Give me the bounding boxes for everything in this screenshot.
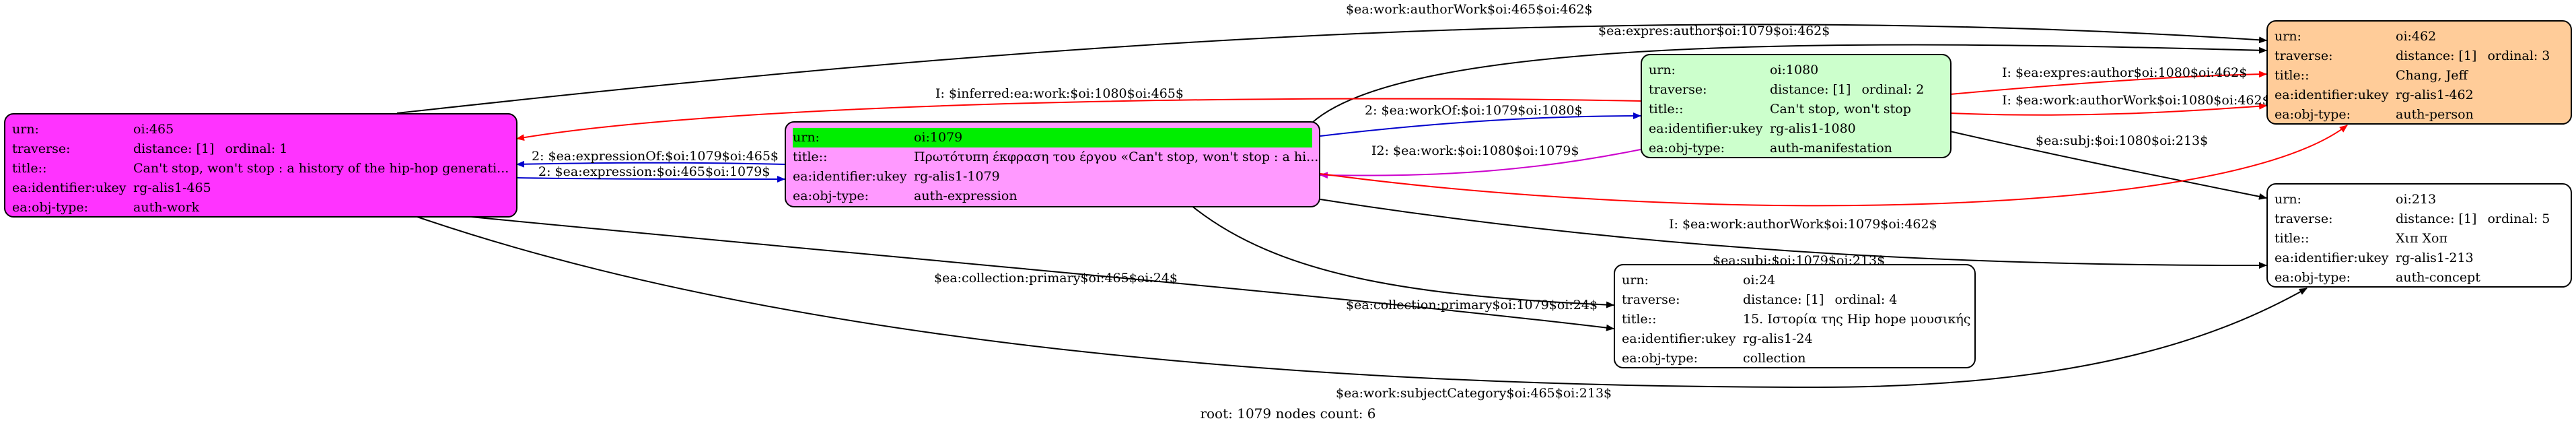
node-traverse: distance: [1] bbox=[2396, 211, 2477, 226]
edge-label-collection-1079-24: $ea:collection:primary$oi:1079$oi:24$ bbox=[1346, 298, 1598, 312]
node-oi-213[interactable]: urn:oi:213 traverse:distance: [1]ordinal… bbox=[2266, 183, 2572, 288]
edge-label-subj-1080-213: $ea:subj:$oi:1080$oi:213$ bbox=[2036, 133, 2208, 148]
node-ordinal: ordinal: 3 bbox=[2487, 48, 2550, 63]
node-urn: oi:1079 bbox=[914, 130, 963, 145]
node-title: Πρωτότυπη έκφραση του έργου «Can't stop,… bbox=[914, 150, 1319, 164]
edge-collection-465-24 bbox=[470, 216, 1614, 331]
edge-authorwork-1080-462 bbox=[1949, 102, 2267, 116]
node-oi-24[interactable]: urn:oi:24 traverse:distance: [1]ordinal:… bbox=[1614, 264, 1976, 368]
node-ordinal: ordinal: 1 bbox=[225, 141, 288, 156]
node-ukey: rg-alis1-465 bbox=[133, 180, 211, 195]
node-ordinal: ordinal: 2 bbox=[1861, 82, 1925, 97]
node-oi-465[interactable]: urn:oi:465 traverse:distance: [1]ordinal… bbox=[4, 113, 517, 218]
edge-label-authorwork-1079-462: I: $ea:work:authorWork$oi:1079$oi:462$ bbox=[1669, 217, 1937, 232]
node-traverse: distance: [1] bbox=[133, 141, 215, 156]
node-traverse: distance: [1] bbox=[1743, 292, 1824, 307]
node-urn: oi:462 bbox=[2396, 29, 2437, 44]
edge-authorwork-465-462 bbox=[396, 24, 2267, 114]
node-ukey: rg-alis1-24 bbox=[1743, 331, 1813, 346]
edge-subj-1080-213 bbox=[1949, 131, 2267, 200]
node-objtype: auth-expression bbox=[914, 189, 1017, 203]
edge-label-workof-1079-1080: 2: $ea:workOf:$oi:1079$oi:1080$ bbox=[1365, 103, 1583, 118]
node-ukey: rg-alis1-1080 bbox=[1770, 121, 1856, 136]
edge-label-expression-465-1079: 2: $ea:expression:$oi:465$oi:1079$ bbox=[538, 164, 770, 179]
edge-label-expresauthor-1080-462: I: $ea:expres:author$oi:1080$oi:462$ bbox=[2002, 65, 2247, 80]
edge-expresauthor-1079-462 bbox=[1312, 44, 2267, 123]
edge-label-authorwork-1080-462: I: $ea:work:authorWork$oi:1080$oi:462$ bbox=[2002, 93, 2270, 108]
edge-expression-465-1079 bbox=[516, 175, 785, 183]
node-traverse: distance: [1] bbox=[1770, 82, 1851, 97]
edge-expresauthor-1080-462 bbox=[1949, 71, 2267, 95]
node-urn: oi:24 bbox=[1743, 273, 1776, 288]
node-urn: oi:465 bbox=[133, 122, 174, 137]
edge-label-expressionof-1079-465: 2: $ea:expressionOf:$oi:1079$oi:465$ bbox=[532, 149, 779, 164]
node-ukey: rg-alis1-462 bbox=[2396, 88, 2474, 102]
edge-expressionof-1079-465 bbox=[516, 160, 785, 168]
edge-subj-1079-213 bbox=[1320, 199, 2267, 269]
node-title: Can't stop, won't stop : a history of th… bbox=[133, 161, 509, 176]
node-objtype: auth-work bbox=[133, 200, 200, 215]
graph-footer: root: 1079 nodes count: 6 bbox=[1200, 405, 1376, 422]
node-traverse: distance: [1] bbox=[2396, 48, 2477, 63]
edge-collection-1079-24 bbox=[1190, 205, 1614, 308]
edge-label-subjectcategory-465-213: $ea:work:subjectCategory$oi:465$oi:213$ bbox=[1336, 386, 1612, 401]
edge-authorwork-1079-462 bbox=[1320, 125, 2348, 207]
node-objtype: collection bbox=[1743, 351, 1806, 366]
edge-inferred-1080-465 bbox=[516, 98, 1643, 141]
edge-work-1080-1079 bbox=[1320, 149, 1641, 179]
edge-workof-1079-1080 bbox=[1320, 112, 1641, 137]
node-ordinal: ordinal: 5 bbox=[2487, 211, 2550, 226]
node-oi-462[interactable]: urn:oi:462 traverse:distance: [1]ordinal… bbox=[2266, 20, 2572, 125]
node-urn: oi:1080 bbox=[1770, 63, 1819, 77]
node-objtype: auth-manifestation bbox=[1770, 141, 1892, 156]
node-ukey: rg-alis1-1079 bbox=[914, 169, 1000, 184]
edge-subjectcategory-465-213 bbox=[417, 216, 2307, 389]
edge-label-collection-465-24: $ea:collection:primary$oi:465$oi:24$ bbox=[934, 271, 1178, 286]
node-title: Can't stop, won't stop bbox=[1770, 102, 1911, 117]
node-ukey: rg-alis1-213 bbox=[2396, 251, 2474, 265]
edge-label-expresauthor-1079-462: $ea:expres:author$oi:1079$oi:462$ bbox=[1598, 24, 1830, 38]
node-title: Chang, Jeff bbox=[2396, 68, 2468, 83]
node-ordinal: ordinal: 4 bbox=[1834, 292, 1898, 307]
node-objtype: auth-concept bbox=[2396, 270, 2480, 285]
node-oi-1080[interactable]: urn:oi:1080 traverse:distance: [1]ordina… bbox=[1641, 54, 1952, 158]
node-title: 15. Ιστορία της Hip hope μουσικής bbox=[1743, 312, 1971, 327]
node-oi-1079[interactable]: urn:oi:1079 title::Πρωτότυπη έκφραση του… bbox=[785, 121, 1320, 207]
node-objtype: auth-person bbox=[2396, 107, 2474, 122]
edge-label-work-1080-1079: I2: $ea:work:$oi:1080$oi:1079$ bbox=[1371, 143, 1579, 158]
edge-label-authorwork-465-462: $ea:work:authorWork$oi:465$oi:462$ bbox=[1346, 2, 1593, 17]
node-title: Χιπ Χοπ bbox=[2396, 231, 2447, 246]
node-urn: oi:213 bbox=[2396, 192, 2437, 207]
edge-label-inferred-1080-465: I: $inferred:ea:work:$oi:1080$oi:465$ bbox=[935, 86, 1184, 101]
